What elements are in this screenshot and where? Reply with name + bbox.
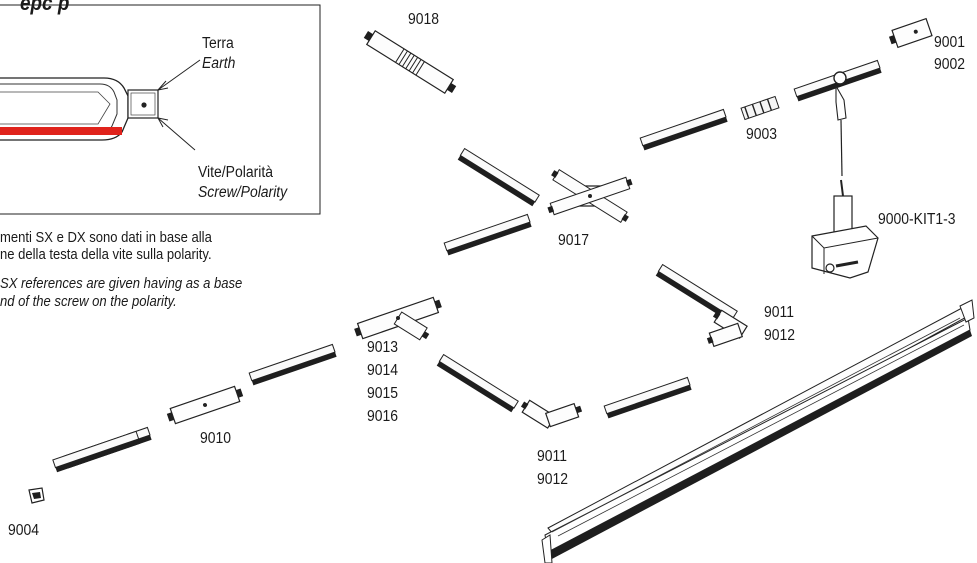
note-it-line2: ne della testa della vite sulla polarity… bbox=[0, 247, 212, 263]
connector-9003 bbox=[740, 95, 780, 121]
earth-label-it: Terra bbox=[202, 35, 234, 52]
code-9014: 9014 bbox=[367, 362, 399, 379]
corner-connector-right bbox=[706, 309, 748, 348]
code-9018: 9018 bbox=[408, 11, 440, 28]
screw-detail-box bbox=[0, 4, 321, 215]
note-it-line1: menti SX e DX sono dati in base alla bbox=[0, 230, 212, 246]
code-9015: 9015 bbox=[367, 385, 399, 402]
code-9016: 9016 bbox=[367, 408, 399, 425]
code-9001: 9001 bbox=[934, 34, 966, 51]
code-9011-right: 9011 bbox=[764, 304, 795, 321]
code-9010: 9010 bbox=[200, 430, 232, 447]
code-kit: 9000-KIT1-3 bbox=[878, 211, 956, 228]
code-9004: 9004 bbox=[8, 522, 40, 539]
note-en-line2: nd of the screw on the polarity. bbox=[0, 294, 177, 310]
code-9013: 9013 bbox=[367, 339, 399, 356]
suspension-kit-9000 bbox=[811, 71, 879, 279]
code-9012-bottom: 9012 bbox=[537, 471, 569, 488]
end-feed-9001 bbox=[888, 17, 933, 49]
code-9003: 9003 bbox=[746, 126, 778, 143]
corner-connector-bottom bbox=[520, 399, 583, 429]
screw-label-en: Screw/Polarity bbox=[198, 184, 288, 201]
straight-connector-9018 bbox=[363, 30, 457, 94]
t-connector-9013 bbox=[354, 296, 442, 341]
screw-dot bbox=[141, 102, 147, 108]
code-9012-right: 9012 bbox=[764, 327, 796, 344]
note-en-line1: SX references are given having as a base bbox=[0, 276, 243, 292]
code-9011-bottom: 9011 bbox=[537, 448, 568, 465]
screw-label-it: Vite/Polarità bbox=[198, 164, 273, 181]
cross-connector-9017 bbox=[547, 169, 633, 223]
end-cap-9004 bbox=[28, 487, 45, 504]
code-9002: 9002 bbox=[934, 56, 966, 73]
straight-connector-9010 bbox=[166, 385, 244, 425]
page-heading: epc p bbox=[20, 0, 70, 15]
long-track-profile bbox=[541, 299, 975, 563]
earth-label-en: Earth bbox=[202, 55, 236, 72]
code-9017: 9017 bbox=[558, 232, 590, 249]
